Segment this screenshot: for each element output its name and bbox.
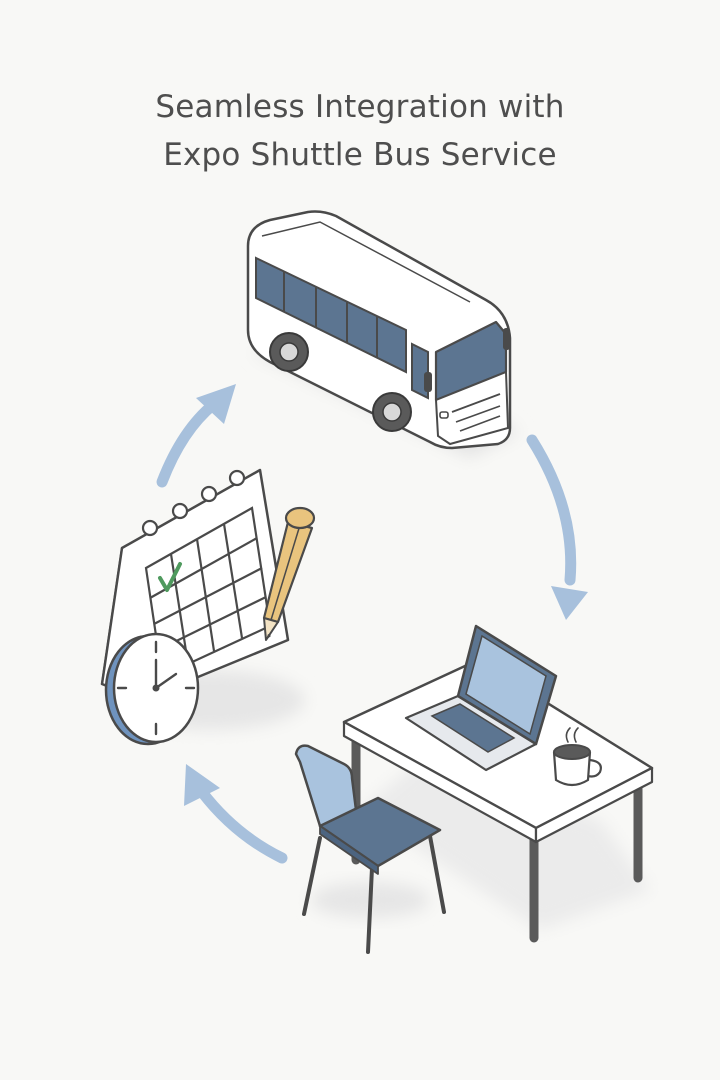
desk-workstation-icon — [294, 624, 654, 954]
pencil-icon — [262, 506, 316, 641]
arrow-desk-to-calendar-icon — [184, 764, 288, 864]
title-line-2: Expo Shuttle Bus Service — [163, 136, 557, 173]
shuttle-bus-icon — [246, 210, 520, 458]
arrow-bus-to-desk-icon — [526, 434, 588, 620]
calendar-clock-icon — [100, 468, 316, 746]
page-title: Seamless Integration with Expo Shuttle B… — [0, 83, 720, 179]
coffee-mug-icon — [552, 727, 602, 787]
arrow-calendar-to-bus-icon — [156, 384, 236, 488]
desk-chair-icon — [294, 744, 446, 954]
clock-icon — [104, 632, 200, 746]
title-line-1: Seamless Integration with — [155, 88, 565, 125]
laptop-icon — [404, 624, 558, 772]
